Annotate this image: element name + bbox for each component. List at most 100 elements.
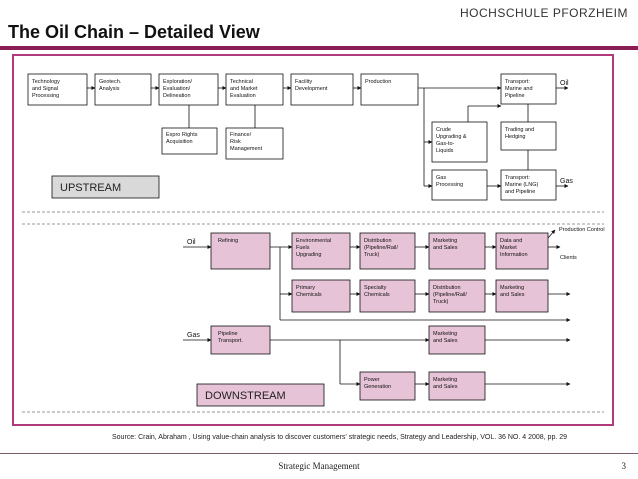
box-marketing-1: Marketing and Sales [428, 232, 486, 270]
box-environmental: Environmental Fuels Upgrading [291, 232, 351, 270]
box-data-market-info: Data and Market Information [495, 232, 549, 270]
box-crude-line1: Crude [436, 127, 451, 133]
box-techeval-line2: and Market [230, 86, 258, 92]
box-mkt1-line2: and Sales [433, 245, 458, 251]
box-mkt4-line1: Marketing [433, 377, 457, 383]
box-transport-gas-line2: Marine (LNG) [505, 182, 538, 188]
box-dist2-line2: (Pipeline/Rail/ [433, 292, 467, 298]
box-transport-oil: Transport: Marine and Pipeline [500, 73, 557, 105]
box-data-line3: Information [500, 252, 528, 258]
box-facility: Facility Development [290, 73, 354, 106]
box-primary-chemicals: Primary Chemicals [291, 279, 351, 313]
box-primary-line2: Chemicals [296, 292, 322, 298]
production-control-label: Production Control [559, 227, 605, 233]
box-marketing-4: Marketing and Sales [428, 371, 486, 401]
box-transport-oil-line2: Marine and [505, 86, 533, 92]
box-pipeline-line1: Pipeline [218, 331, 238, 337]
box-exploration: Exploration/ Evaluation/ Delineation [158, 73, 219, 106]
oil-input-label: Oil [187, 239, 196, 246]
slide-title: The Oil Chain – Detailed View [8, 22, 260, 42]
box-pipeline-transport: Pipeline Transport. [210, 325, 271, 355]
box-env-line2: Fuels [296, 245, 310, 251]
upstream-label-box: UPSTREAM [51, 175, 160, 199]
box-finance-line3: Management [230, 146, 263, 152]
box-expro-line1: Expro Rights [166, 132, 198, 138]
box-production-line1: Production [365, 79, 391, 85]
footer-divider [0, 453, 638, 454]
box-data-line2: Market [500, 245, 517, 251]
box-refining-line1: Refining [218, 238, 238, 244]
box-finance-line2: Risk [230, 139, 241, 145]
box-gasproc-line2: Processing [436, 182, 463, 188]
box-geotech-line1: Geotech. [99, 79, 122, 85]
box-finance: Finance/ Risk Management [225, 127, 284, 160]
box-trading-line1: Trading and [505, 127, 534, 133]
box-mkt2-line1: Marketing [500, 285, 524, 291]
oil-output-label: Oil [560, 80, 569, 87]
title-divider [0, 46, 638, 50]
box-pipeline-line2: Transport. [218, 338, 243, 344]
box-mkt4-line2: and Sales [433, 384, 458, 390]
downstream-connectors [183, 229, 571, 386]
box-distribution-1: Distribution (Pipeline/Rail/ Truck) [359, 232, 416, 270]
box-trading-line2: Hedging [505, 134, 526, 140]
box-techeval-line3: Evaluation [230, 93, 256, 99]
box-geotech-line2: Analysis [99, 86, 120, 92]
box-distribution-2: Distribution (Pipeline/Rail/ Truck) [428, 279, 486, 313]
box-technology-line3: Processing [32, 93, 59, 99]
box-transport-gas: Transport: Marine (LNG) and Pipeline [500, 169, 557, 201]
clients-label: Clients [560, 255, 577, 261]
box-env-line1: Environmental [296, 238, 331, 244]
box-crude-line4: Liquids [436, 148, 454, 154]
box-marketing-2: Marketing and Sales [495, 279, 549, 313]
box-finance-line1: Finance/ [230, 132, 252, 138]
box-technology: Technology and Signal Processing [27, 73, 88, 106]
gas-input-label: Gas [187, 332, 200, 339]
box-data-line1: Data and [500, 238, 522, 244]
box-transport-gas-line1: Transport: [505, 175, 530, 181]
diagram-frame [12, 54, 614, 426]
box-exploration-line2: Evaluation/ [163, 86, 191, 92]
box-mkt2-line2: and Sales [500, 292, 525, 298]
footer-course: Strategic Management [278, 461, 360, 471]
box-dist1-line2: (Pipeline/Rail/ [364, 245, 398, 251]
box-env-line3: Upgrading [296, 252, 321, 258]
box-facility-line1: Facility [295, 79, 312, 85]
box-mkt1-line1: Marketing [433, 238, 457, 244]
box-dist1-line3: Truck) [364, 252, 380, 258]
upstream-connectors [87, 86, 569, 188]
box-mkt3-line1: Marketing [433, 331, 457, 337]
box-power-line2: Generation [364, 384, 391, 390]
box-power-line1: Power [364, 377, 380, 383]
box-crude-line3: Gas-to- [436, 141, 455, 147]
gas-output-label: Gas [560, 178, 573, 185]
box-exploration-line1: Exploration/ [163, 79, 193, 85]
box-refining: Refining [210, 232, 271, 270]
box-technology-line1: Technology [32, 79, 60, 85]
box-gasproc-line1: Gas [436, 175, 446, 181]
box-geotech: Geotech. Analysis [94, 73, 152, 106]
box-marketing-3: Marketing and Sales [428, 325, 486, 355]
box-dist2-line3: Truck) [433, 299, 449, 305]
university-logo-text: HOCHSCHULE PFORZHEIM [459, 6, 628, 20]
box-primary-line1: Primary [296, 285, 315, 291]
box-expro-line2: Acquisition [166, 139, 193, 145]
box-gas-processing: Gas Processing [431, 169, 488, 201]
box-specialty-line1: Specialty [364, 285, 387, 291]
box-facility-line2: Development [295, 86, 328, 92]
downstream-label: DOWNSTREAM [205, 390, 286, 402]
page-number: 3 [621, 461, 627, 471]
box-transport-gas-line3: and Pipeline [505, 189, 535, 195]
downstream-label-box: DOWNSTREAM [196, 383, 325, 407]
upstream-label: UPSTREAM [60, 182, 121, 194]
box-specialty-chemicals: Specialty Chemicals [359, 279, 416, 313]
box-crude-upgrading: Crude Upgrading & Gas-to- Liquids [431, 121, 488, 163]
box-expro-rights: Expro Rights Acquisition [161, 127, 218, 155]
box-dist1-line1: Distribution [364, 238, 392, 244]
box-exploration-line3: Delineation [163, 93, 191, 99]
box-specialty-line2: Chemicals [364, 292, 390, 298]
box-production: Production [360, 73, 419, 106]
box-crude-line2: Upgrading & [436, 134, 467, 140]
box-dist2-line1: Distribution [433, 285, 461, 291]
